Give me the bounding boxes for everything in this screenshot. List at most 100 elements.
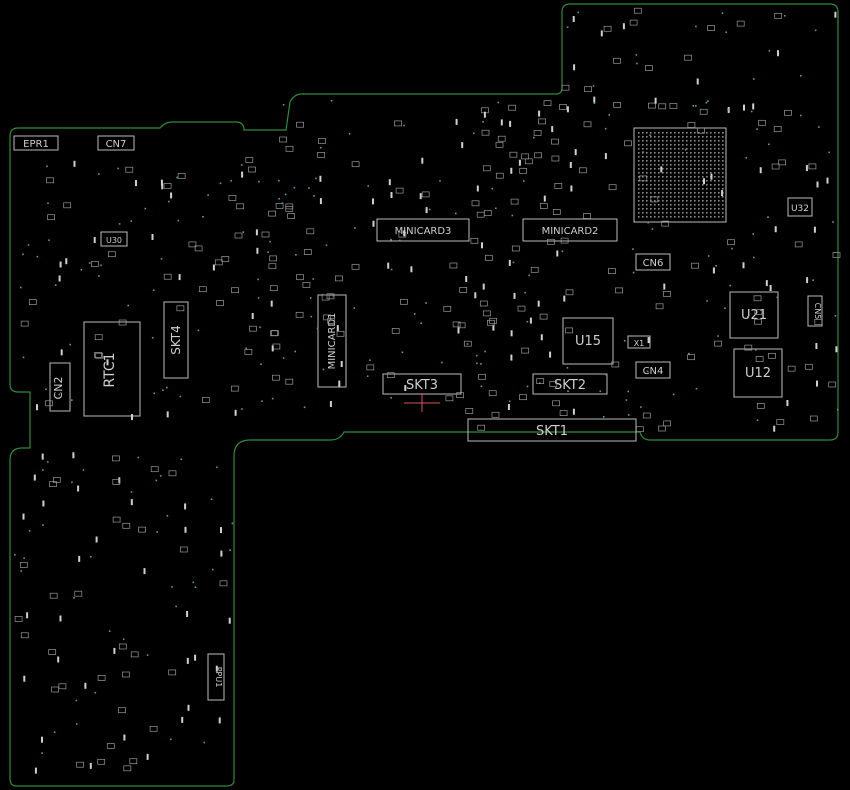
- small-part: [216, 300, 224, 306]
- small-part: [721, 190, 724, 197]
- small-part: [537, 300, 540, 307]
- chip-u30: U30: [100, 231, 128, 247]
- small-part: [210, 498, 213, 500]
- small-part: [776, 296, 779, 299]
- small-part: [90, 556, 92, 558]
- small-part: [118, 643, 127, 650]
- small-part: [123, 734, 126, 741]
- small-part: [554, 183, 563, 189]
- small-part: [278, 197, 280, 200]
- small-part: [27, 244, 30, 246]
- small-part: [171, 586, 173, 588]
- small-part: [449, 262, 458, 269]
- small-part: [279, 136, 287, 143]
- small-part: [466, 343, 469, 345]
- small-part: [800, 75, 802, 77]
- small-part: [98, 275, 100, 277]
- small-part: [624, 140, 632, 147]
- small-part: [461, 142, 464, 149]
- small-part: [421, 157, 424, 164]
- rtc1: RTC1: [83, 321, 141, 417]
- small-part: [245, 157, 254, 163]
- small-part: [76, 723, 78, 725]
- small-part: [832, 221, 834, 223]
- small-part: [71, 399, 73, 401]
- connector-cn5: CN5: [807, 295, 823, 327]
- small-part: [179, 395, 182, 398]
- small-part: [45, 388, 47, 391]
- small-part: [271, 397, 274, 400]
- small-part: [95, 352, 104, 359]
- small-part: [78, 555, 81, 562]
- small-part: [175, 605, 177, 608]
- small-part: [654, 97, 657, 104]
- small-part: [258, 180, 260, 183]
- small-part: [168, 200, 170, 203]
- small-part: [330, 100, 333, 102]
- small-part: [20, 570, 22, 572]
- small-part: [321, 293, 324, 296]
- small-part: [251, 313, 254, 319]
- small-part: [510, 330, 513, 337]
- small-part: [248, 166, 256, 173]
- small-part: [19, 562, 28, 568]
- small-part: [245, 347, 247, 350]
- minicard2-label: MINICARD2: [542, 226, 599, 237]
- small-part: [160, 179, 163, 186]
- small-part: [51, 686, 59, 693]
- small-part: [230, 385, 239, 392]
- small-part: [400, 298, 408, 305]
- skt3-label: SKT3: [406, 378, 438, 393]
- small-part: [570, 185, 573, 192]
- small-part: [156, 531, 158, 533]
- small-part: [510, 167, 513, 174]
- small-part: [22, 513, 25, 520]
- small-part: [53, 731, 56, 733]
- small-part: [814, 29, 817, 32]
- small-part: [768, 352, 776, 359]
- small-part: [322, 368, 325, 371]
- small-part: [293, 186, 296, 189]
- small-part: [706, 300, 708, 302]
- small-part: [794, 241, 803, 248]
- small-part: [572, 16, 575, 22]
- small-part: [511, 214, 514, 217]
- small-part: [561, 250, 564, 253]
- small-part: [526, 385, 529, 388]
- small-part: [633, 7, 642, 14]
- small-part: [573, 64, 576, 71]
- small-part: [184, 526, 187, 533]
- small-part: [476, 362, 478, 365]
- small-part: [604, 127, 607, 130]
- small-part: [335, 275, 343, 282]
- small-part: [338, 380, 341, 387]
- small-part: [390, 238, 392, 241]
- small-part: [113, 647, 116, 654]
- small-part: [625, 399, 628, 401]
- small-part: [319, 146, 322, 149]
- small-part: [313, 195, 315, 197]
- small-part: [179, 546, 188, 553]
- small-part: [489, 317, 497, 324]
- small-part: [684, 54, 692, 61]
- small-part: [697, 127, 705, 134]
- small-part: [219, 580, 228, 587]
- crystal-x1: X1: [627, 335, 651, 349]
- small-part: [488, 390, 497, 397]
- small-part: [166, 515, 169, 517]
- small-part: [228, 617, 231, 624]
- small-part: [49, 592, 58, 599]
- small-part: [572, 408, 575, 415]
- small-part: [584, 86, 592, 93]
- small-part: [112, 455, 120, 462]
- small-part: [767, 216, 769, 218]
- small-part: [495, 141, 504, 148]
- cn4-label: CN4: [643, 366, 664, 377]
- small-part: [22, 253, 24, 256]
- small-part: [753, 78, 755, 80]
- small-part: [577, 11, 579, 14]
- small-part: [567, 390, 569, 392]
- small-part: [425, 207, 428, 214]
- small-part: [269, 285, 278, 292]
- small-part: [477, 424, 486, 431]
